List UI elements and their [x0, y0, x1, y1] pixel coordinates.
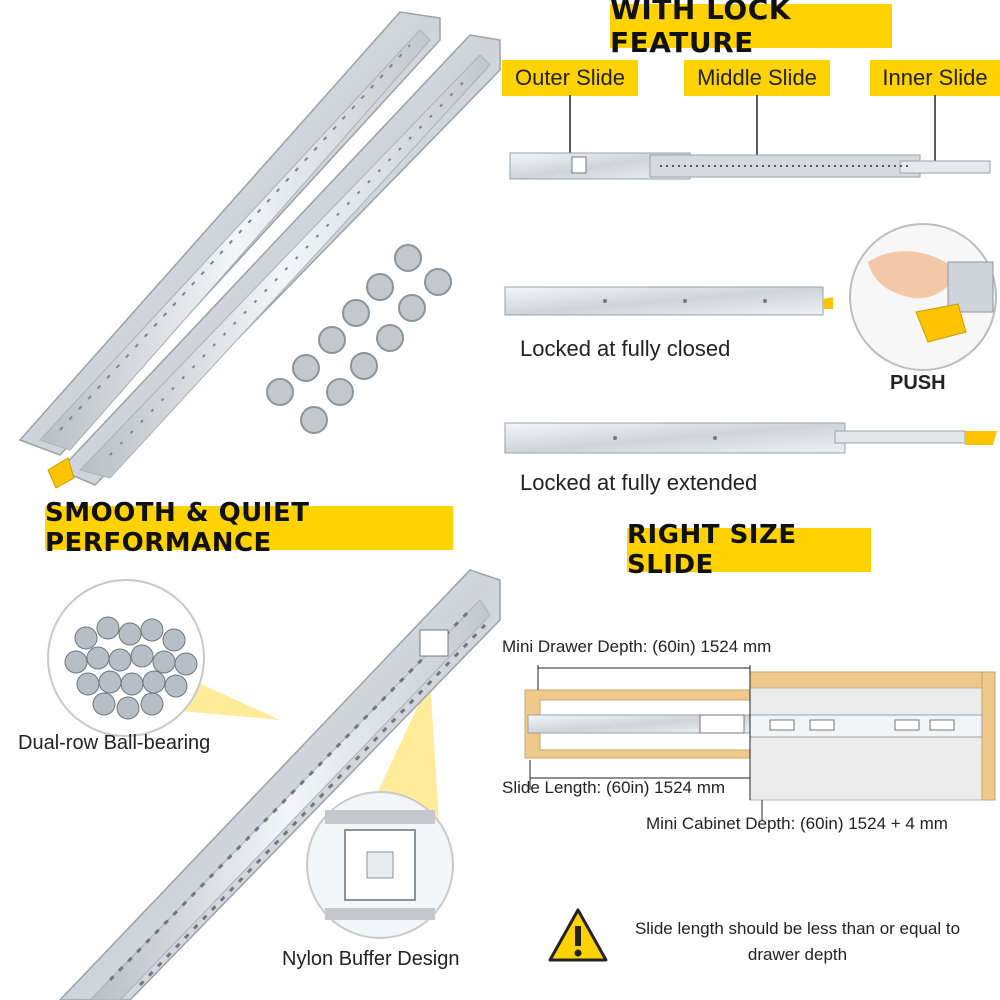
- hand-push-icon: [849, 223, 997, 371]
- cabinet-depth-label: Mini Cabinet Depth: (60in) 1524 + 4 mm: [646, 814, 948, 833]
- inner-slide-label: Inner Slide: [870, 60, 1000, 96]
- size-title: RIGHT SIZE SLIDE: [627, 520, 871, 580]
- slide-locked-closed: [504, 286, 833, 316]
- lock-feature-title: WITH LOCK FEATURE: [610, 0, 892, 59]
- slide-locked-extended: [504, 422, 997, 454]
- locked-closed-caption: Locked at fully closed: [520, 336, 731, 361]
- nylon-buffer-icon: [306, 791, 454, 939]
- push-label: PUSH: [890, 372, 946, 394]
- size-diagram: [524, 665, 996, 820]
- locked-extended-caption: Locked at fully extended: [520, 470, 758, 495]
- ball-bearing-caption: Dual-row Ball-bearing: [18, 732, 211, 754]
- nylon-buffer-caption: Nylon Buffer Design: [282, 948, 460, 970]
- screw-icon: [266, 244, 452, 434]
- drawer-depth-label: Mini Drawer Depth: (60in) 1524 mm: [502, 637, 772, 656]
- performance-title: SMOOTH & QUIET PERFORMANCE: [45, 498, 453, 558]
- warning-icon: [548, 908, 608, 962]
- slide-length-label: Slide Length: (60in) 1524 mm: [502, 778, 726, 797]
- slide-parts-diagram: [509, 95, 991, 180]
- ball-bearing-icon: [47, 579, 205, 737]
- size-note: Slide length should be less than or equa…: [634, 919, 961, 964]
- outer-slide-label: Outer Slide: [502, 60, 638, 96]
- middle-slide-label: Middle Slide: [684, 60, 830, 96]
- product-slides-illustration: [18, 11, 501, 489]
